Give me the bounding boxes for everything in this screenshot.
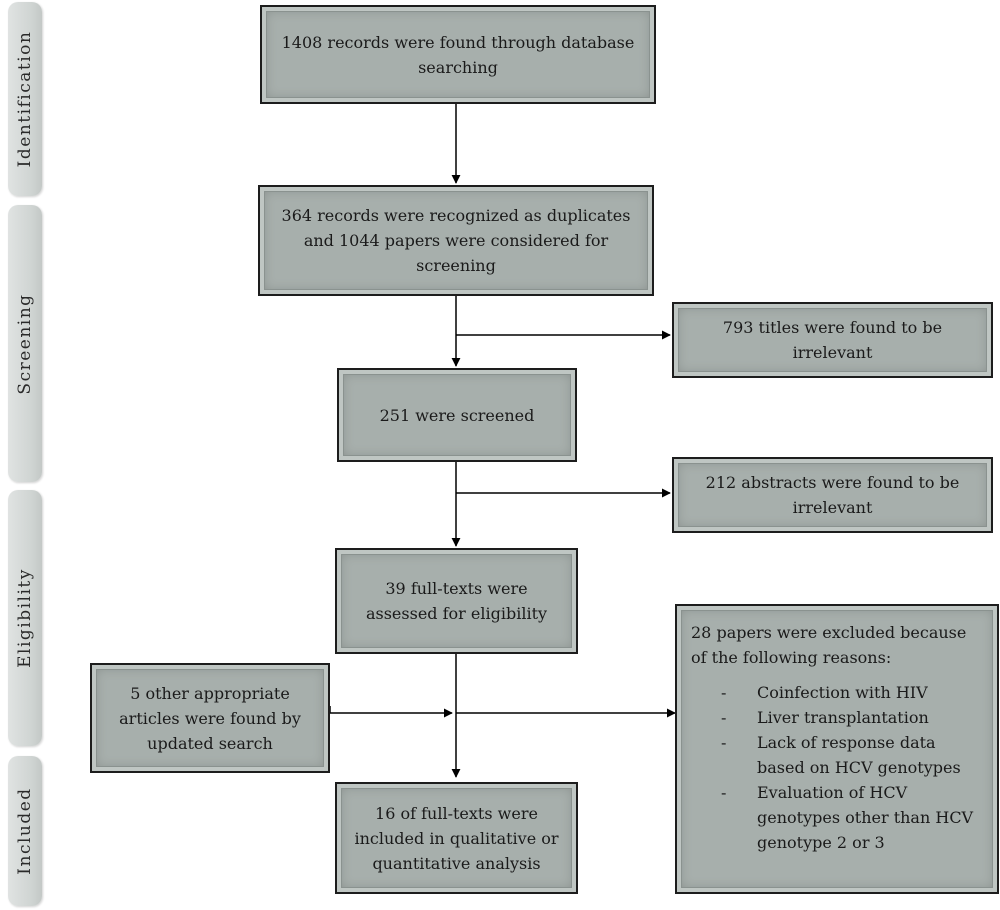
excluded-reason-item: Lack of response data based on HCV genot… [691, 730, 983, 780]
box-titles-irrelevant: 793 titles were found to be irrelevant [672, 302, 993, 378]
stage-identification: Identification [8, 2, 42, 196]
excluded-heading: 28 papers were excluded because of the f… [691, 623, 967, 667]
stage-included: Included [8, 756, 42, 906]
box-records-found: 1408 records were found through database… [260, 5, 656, 104]
box-screened: 251 were screened [337, 368, 577, 462]
excluded-reason-item: Coinfection with HIV [691, 680, 983, 705]
stage-eligibility: Eligibility [8, 490, 42, 746]
box-excluded: 28 papers were excluded because of the f… [675, 604, 999, 894]
box-other-articles: 5 other appropriate articles were found … [90, 663, 330, 773]
titles-irrelevant-text: 793 titles were found to be irrelevant [722, 318, 943, 362]
box-full-texts-assessed: 39 full-texts were assessed for eligibil… [335, 548, 578, 654]
records-found-text: 1408 records were found through database… [281, 32, 635, 77]
other-articles-text: 5 other appropriate articles were found … [119, 683, 301, 753]
excluded-reason-item: Liver transplantation [691, 705, 983, 730]
stage-screening: Screening [8, 205, 42, 482]
box-duplicates: 364 records were recognized as duplicate… [258, 185, 654, 296]
box-abstracts-irrelevant: 212 abstracts were found to be irrelevan… [672, 457, 993, 533]
screened-text: 251 were screened [379, 405, 535, 425]
excluded-reasons-list: Coinfection with HIV Liver transplantati… [691, 680, 983, 855]
box-included-analysis: 16 of full-texts were included in qualit… [335, 782, 578, 894]
excluded-reason-item: Evaluation of HCV genotypes other than H… [691, 780, 983, 855]
abstracts-irrelevant-text: 212 abstracts were found to be irrelevan… [705, 473, 960, 517]
included-analysis-text: 16 of full-texts were included in qualit… [354, 803, 559, 873]
duplicates-text: 364 records were recognized as duplicate… [281, 206, 631, 275]
full-texts-assessed-text: 39 full-texts were assessed for eligibil… [365, 579, 548, 623]
